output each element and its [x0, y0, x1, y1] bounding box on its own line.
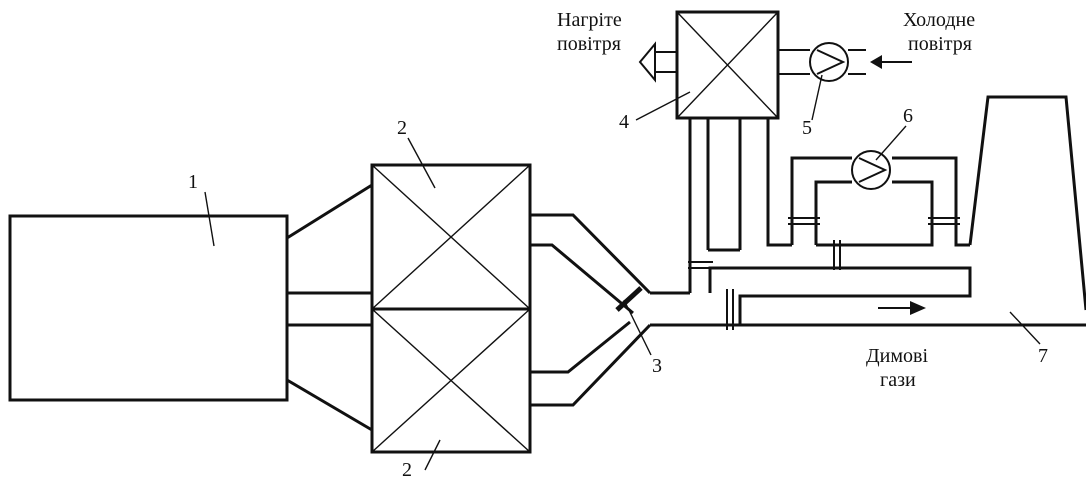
- label-1: 1: [188, 171, 198, 193]
- cold-air-caption-line1: Холодне: [903, 9, 975, 31]
- unit-1-box: [8, 214, 289, 402]
- converging-ducts: [530, 213, 652, 407]
- leader-lines: [204, 74, 1041, 471]
- cold-air-inlet: [778, 49, 912, 75]
- flue-gas-caption-line1: Димові: [866, 345, 928, 367]
- label-7: 7: [1038, 345, 1048, 367]
- label-2-top: 2: [397, 117, 407, 139]
- label-2-bottom: 2: [402, 459, 412, 481]
- recirculation-loop: [788, 156, 970, 247]
- air-heater-4: [675, 10, 780, 120]
- heat-exchanger-2-bottom: [370, 307, 532, 454]
- label-5: 5: [802, 117, 812, 139]
- air-heater-supply-ducts: [688, 118, 972, 325]
- flow-arrow-icon: [910, 301, 926, 315]
- label-3: 3: [652, 355, 662, 377]
- fan-5: [809, 42, 849, 82]
- main-flue-duct: [650, 291, 1086, 327]
- cold-air-arrow-icon: [870, 55, 882, 69]
- hot-air-caption-line2: повітря: [557, 33, 621, 55]
- flue-flow-arrow: [878, 301, 926, 315]
- hot-air-caption-line1: Нагріте: [557, 9, 622, 31]
- heat-exchanger-2-top: [370, 163, 532, 311]
- label-6: 6: [903, 105, 913, 127]
- cold-air-caption-line2: повітря: [908, 33, 972, 55]
- damper-3: [615, 286, 643, 312]
- hot-air-outlet-arrow: [638, 41, 677, 83]
- chimney-7: [968, 95, 1086, 311]
- label-4: 4: [619, 111, 629, 133]
- flue-gas-caption-line2: гази: [880, 369, 916, 391]
- fan-6: [851, 150, 891, 190]
- unit-1-transition: [286, 183, 373, 432]
